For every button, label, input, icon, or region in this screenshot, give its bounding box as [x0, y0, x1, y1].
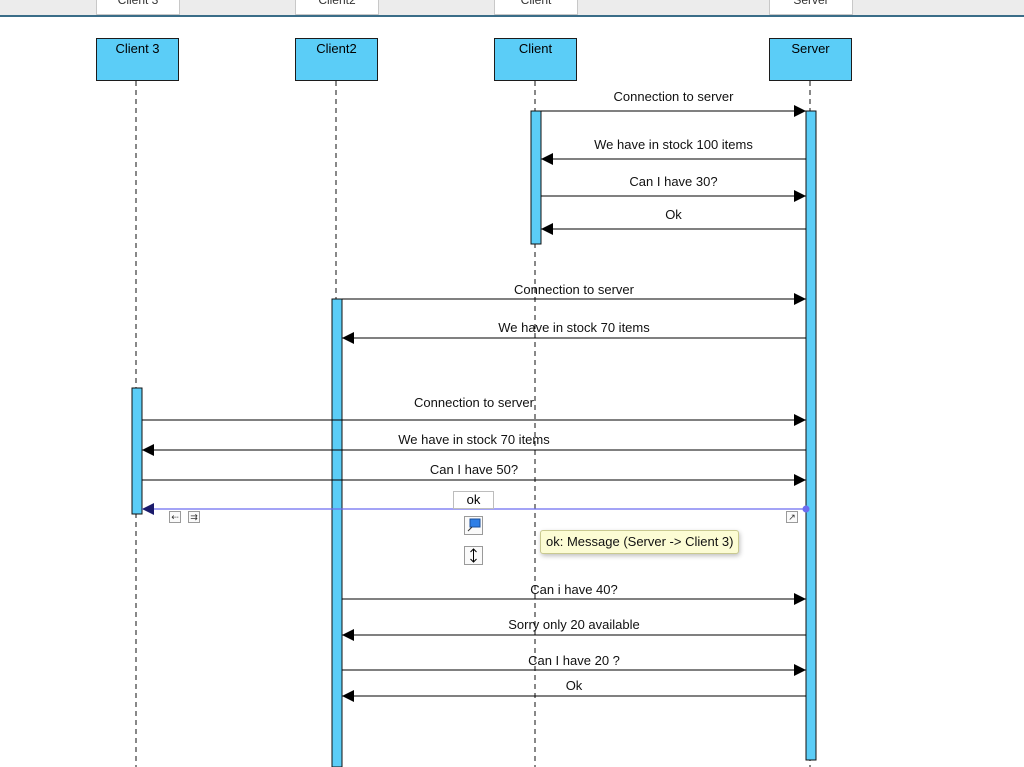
expand-corner-button[interactable]: ↗ [786, 511, 798, 523]
message-label[interactable]: Ok [665, 207, 682, 222]
move-left-button[interactable]: ⇠ [169, 511, 181, 523]
message-label[interactable]: Sorry only 20 available [508, 617, 640, 632]
participant-server[interactable]: Server [769, 38, 852, 81]
participant-client[interactable]: Client [494, 38, 577, 81]
top-tab-server[interactable]: Server [769, 0, 853, 15]
message-label[interactable]: Ok [565, 678, 583, 693]
message-label[interactable]: We have in stock 70 items [398, 432, 550, 447]
top-tab-client[interactable]: Client [494, 0, 578, 15]
participant-client2[interactable]: Client2 [295, 38, 378, 81]
resize-vertical-button[interactable] [464, 546, 483, 565]
message-tooltip: ok: Message (Server -> Client 3) [540, 530, 740, 554]
note-icon [467, 518, 481, 532]
message-label[interactable]: Connection to server [613, 89, 734, 104]
activation-bar-client[interactable] [530, 110, 542, 245]
top-tab-client2[interactable]: Client2 [295, 0, 379, 15]
message-label[interactable]: Can I have 20 ? [528, 653, 620, 668]
message-label[interactable]: We have in stock 100 items [594, 137, 753, 152]
message-label[interactable]: Connection to server [414, 395, 534, 410]
top-tab-client3[interactable]: Client 3 [96, 0, 180, 15]
top-tab-strip: Client 3 Client2 Client Server [0, 0, 1024, 17]
selection-handle[interactable] [802, 505, 810, 513]
vertical-resize-icon [470, 548, 477, 563]
activation-bar-client3[interactable] [131, 387, 143, 515]
message-style-button[interactable] [464, 516, 483, 535]
move-right-button[interactable]: ⇉ [188, 511, 200, 523]
message-label[interactable]: Can I have 50? [429, 462, 519, 477]
message-label[interactable]: Can I have 30? [629, 174, 718, 189]
message-label-editor[interactable]: ok [453, 491, 494, 509]
message-label[interactable]: We have in stock 70 items [498, 320, 650, 335]
message-label[interactable]: Connection to server [514, 282, 634, 297]
activation-bar-client2[interactable] [331, 298, 343, 767]
activation-bar-server[interactable] [805, 110, 817, 761]
participant-client3[interactable]: Client 3 [96, 38, 179, 81]
message-label[interactable]: Can i have 40? [530, 582, 618, 597]
